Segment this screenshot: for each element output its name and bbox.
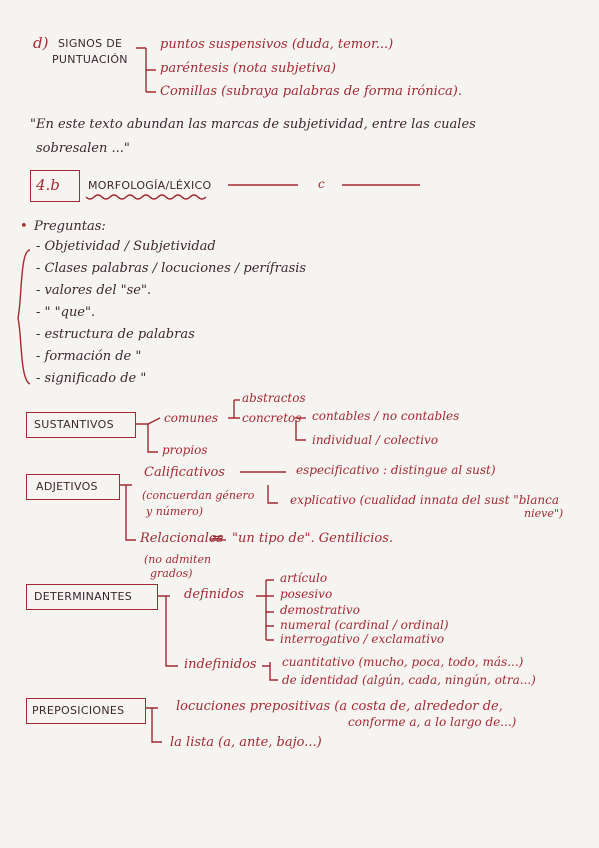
preposiciones-box (26, 698, 146, 724)
sustantivos-contables: contables / no contables (312, 409, 460, 423)
sustantivos-label: SUSTANTIVOS (34, 418, 114, 431)
heading-number: 4.b (36, 176, 60, 194)
section-d-item-1: puntos suspensivos (duda, temor...) (160, 37, 394, 52)
section-d-item-2: paréntesis (nota subjetiva) (160, 61, 336, 76)
adjetivos-calificativos-note-2: y número) (146, 505, 203, 518)
determinantes-indefinidos: indefinidos (184, 657, 257, 672)
adjetivos-calificativos: Calificativos (144, 465, 225, 480)
section-d-item-3: Comillas (subraya palabras de forma irón… (160, 84, 463, 99)
adjetivos-relacionales-rest: "un tipo de". Gentilicios. (232, 531, 393, 546)
determinantes-definidos-item-1: artículo (280, 571, 328, 585)
quote-line-1: "En este texto abundan las marcas de sub… (30, 117, 476, 132)
heading-number-box (30, 170, 80, 202)
sustantivos-concretos: concretos (242, 411, 302, 425)
preguntas-item-7: - significado de " (36, 371, 147, 386)
preguntas-item-1: - Objetividad / Subjetividad (36, 239, 216, 254)
adjetivos-relacionales-note-1: (no admiten (144, 553, 212, 566)
determinantes-definidos-item-5: interrogativo / exclamativo (280, 632, 445, 646)
preposiciones-label: PREPOSICIONES (32, 704, 125, 717)
preguntas-title: Preguntas: (34, 219, 106, 234)
preguntas-item-4: - " "que". (36, 305, 96, 320)
preguntas-item-3: - valores del "se". (36, 283, 152, 298)
determinantes-indefinidos-item-1: cuantitativo (mucho, poca, todo, más...) (282, 655, 524, 669)
preguntas-item-2: - Clases palabras / locuciones / perífra… (36, 261, 307, 276)
section-d-label: d) (33, 34, 49, 52)
determinantes-definidos: definidos (184, 587, 245, 602)
sustantivos-individual: individual / colectivo (312, 433, 439, 447)
section-d-title-line2: PUNTUACIÓN (52, 53, 128, 66)
adjetivos-relacionales-arrow: ⇒ (212, 530, 224, 546)
adjetivos-calificativos-note-1: (concuerdan género (142, 489, 255, 502)
determinantes-label: DETERMINANTES (34, 590, 133, 603)
quote-line-2: sobresalen ..." (36, 141, 130, 156)
preguntas-bullet: • (20, 219, 28, 234)
preguntas-item-6: - formación de " (36, 349, 142, 364)
section-d-title-line1: SIGNOS DE (58, 37, 123, 50)
adjetivos-label: ADJETIVOS (36, 480, 98, 493)
sustantivos-abstractos: abstractos (242, 391, 306, 405)
adjetivos-relacionales-note-2: grados) (150, 567, 193, 580)
adjetivos-box (26, 474, 120, 500)
determinantes-definidos-item-4: numeral (cardinal / ordinal) (280, 618, 449, 632)
heading-title: MORFOLOGÍA/LÉXICO (88, 179, 212, 192)
adjetivos-explicativo: explicativo (cualidad innata del sust "b… (290, 493, 560, 507)
determinantes-definidos-item-3: demostrativo (280, 603, 360, 617)
preposiciones-locuciones: locuciones prepositivas (a costa de, alr… (176, 699, 503, 714)
sustantivos-box (26, 412, 136, 438)
preposiciones-lista: la lista (a, ante, bajo...) (170, 735, 322, 750)
determinantes-definidos-item-2: posesivo (280, 587, 333, 601)
sustantivos-comunes: comunes (164, 411, 219, 425)
determinantes-box (26, 584, 158, 610)
adjetivos-relacionales: Relacionales (140, 531, 224, 546)
preguntas-item-5: - estructura de palabras (36, 327, 195, 342)
adjetivos-explicativo-2: nieve") (524, 507, 564, 520)
heading-dot: c (318, 177, 325, 191)
preposiciones-locuciones-2: conforme a, a lo largo de...) (348, 715, 517, 729)
sustantivos-propios: propios (162, 443, 208, 457)
determinantes-indefinidos-item-2: de identidad (algún, cada, ningún, otra.… (282, 673, 536, 687)
adjetivos-especificativo: especificativo : distingue al sust) (296, 463, 496, 477)
